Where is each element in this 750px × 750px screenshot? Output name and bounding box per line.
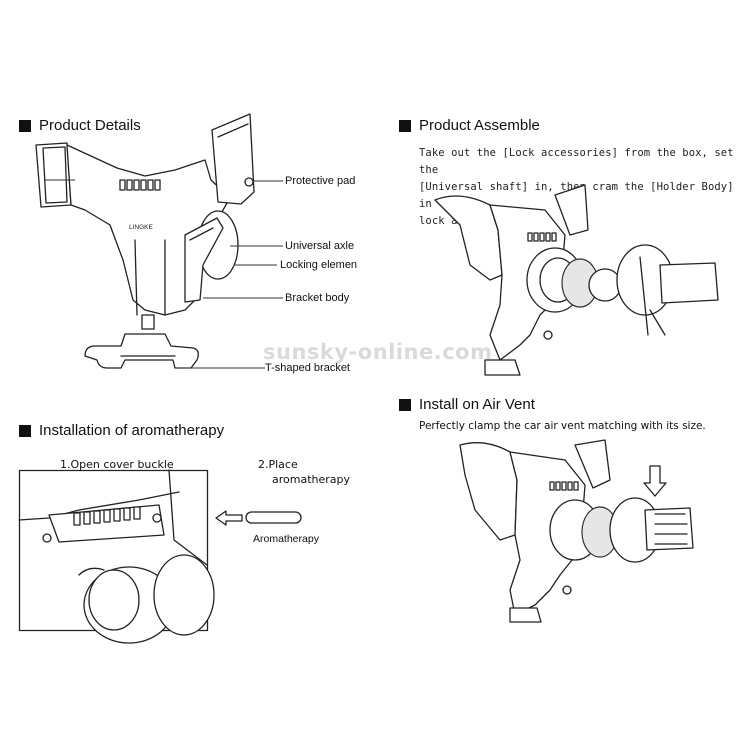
product-assemble-title: Product Assemble bbox=[419, 117, 540, 134]
aromatherapy-label: Aromatherapy bbox=[253, 533, 319, 545]
assemble-line-2: [Universal shaft] in, then cram the [Hol… bbox=[419, 181, 734, 210]
assemble-instructions: Take out the [Lock accessories] from the… bbox=[419, 145, 750, 230]
aroma-slots bbox=[73, 506, 141, 526]
section-title-aromatherapy: Installation of aromatherapy bbox=[19, 422, 224, 439]
brand-mark: LINGKE bbox=[129, 224, 154, 231]
air-vent-text: Perfectly clamp the car air vent matchin… bbox=[419, 420, 706, 432]
square-bullet-icon bbox=[399, 398, 411, 411]
aroma-step-1: 1.Open cover buckle bbox=[60, 458, 174, 471]
assemble-line-1: Take out the [Lock accessories] from the… bbox=[419, 147, 734, 176]
label-protective-pad: Protective pad bbox=[285, 175, 356, 187]
product-details-title: Product Details bbox=[39, 117, 141, 134]
air-vent-title: Install on Air Vent bbox=[419, 396, 535, 413]
aromatherapy-stick-icon bbox=[245, 511, 302, 524]
section-title-product-details: Product Details bbox=[19, 117, 141, 134]
label-locking-element: Locking elemen bbox=[280, 259, 358, 271]
label-t-shaped-bracket: T-shaped bracket bbox=[265, 362, 350, 374]
assemble-diagram bbox=[434, 184, 719, 376]
section-title-air-vent: Install on Air Vent bbox=[399, 396, 535, 413]
arrow-left-icon bbox=[215, 510, 243, 526]
section-title-product-assemble: Product Assemble bbox=[399, 117, 540, 134]
product-details-diagram: LINGKE bbox=[35, 113, 283, 369]
square-bullet-icon bbox=[19, 119, 31, 132]
aroma-detail-diagram bbox=[18, 469, 215, 644]
aroma-step-2-line-1: 2.Place bbox=[258, 458, 298, 471]
square-bullet-icon bbox=[399, 119, 411, 132]
aroma-step-2-line-2: aromatherapy bbox=[272, 473, 351, 486]
label-universal-axle: Universal axle bbox=[285, 240, 355, 252]
air-vent-slots bbox=[549, 481, 579, 491]
air-vent-diagram bbox=[459, 439, 694, 623]
arrow-down-icon bbox=[643, 465, 667, 497]
watermark: sunsky-online.com bbox=[263, 340, 493, 364]
vent-slots bbox=[119, 179, 161, 191]
square-bullet-icon bbox=[19, 424, 31, 437]
assemble-vent-slots bbox=[527, 232, 557, 242]
label-bracket-body: Bracket body bbox=[285, 292, 350, 304]
aromatherapy-title: Installation of aromatherapy bbox=[39, 422, 225, 439]
